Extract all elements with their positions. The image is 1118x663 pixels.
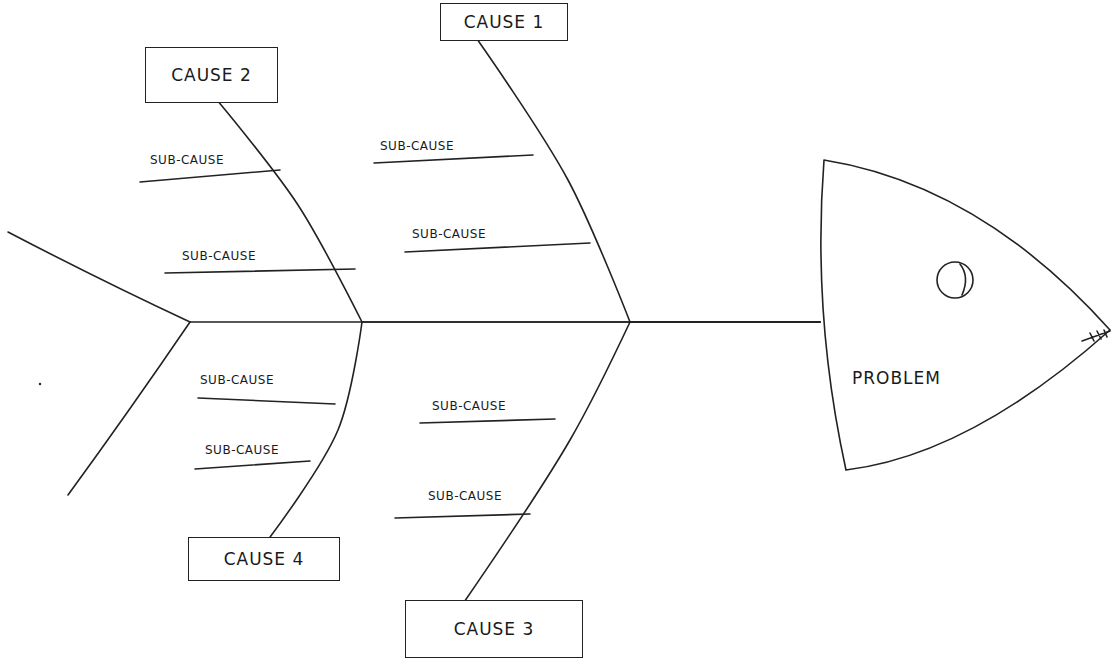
problem-text: PROBLEM (852, 368, 941, 388)
fish-eye (937, 262, 973, 298)
fishbone-connector (478, 41, 820, 322)
sub-cause-underline (140, 170, 280, 182)
stray-dot (39, 383, 41, 385)
sub-cause-label: SUB-CAUSE (200, 374, 274, 388)
cause-text: CAUSE 2 (171, 65, 252, 85)
sub-cause-underline (374, 155, 533, 163)
cause-box: CAUSE 1 (440, 3, 568, 41)
cause-box: CAUSE 4 (188, 537, 340, 581)
fish-head-outline (820, 155, 1115, 475)
sub-cause-underline (195, 461, 310, 469)
cause-text: CAUSE 1 (464, 12, 545, 32)
sub-cause-label: SUB-CAUSE (182, 250, 256, 264)
fishbone-connector (270, 322, 820, 537)
head-outline (821, 160, 1110, 470)
sub-cause-label: SUB-CAUSE (150, 154, 224, 168)
sub-cause-label: SUB-CAUSE (428, 490, 502, 504)
cause-text: CAUSE 4 (224, 549, 305, 569)
sub-cause-label: SUB-CAUSE (205, 444, 279, 458)
sub-cause-underline (405, 243, 590, 252)
sub-cause-label: SUB-CAUSE (380, 140, 454, 154)
sub-cause-underline (165, 269, 355, 273)
fishbone-connector (219, 103, 820, 322)
sub-cause-label: SUB-CAUSE (432, 400, 506, 414)
cause-text: CAUSE 3 (454, 619, 535, 639)
sub-cause-underline (395, 514, 530, 518)
cause-box: CAUSE 3 (405, 600, 583, 658)
fishbone-connector (466, 322, 820, 600)
sub-cause-underline (420, 419, 555, 423)
fish-eye-pupil (960, 264, 966, 295)
tail-fin (68, 322, 190, 495)
fish-head: PROBLEM (820, 155, 1115, 475)
sub-cause-label: SUB-CAUSE (412, 228, 486, 242)
spine (190, 321, 362, 323)
cause-box: CAUSE 2 (145, 47, 278, 103)
tail-fin (8, 232, 190, 322)
sub-cause-underline (198, 398, 335, 404)
fish-mouth (1082, 330, 1110, 341)
